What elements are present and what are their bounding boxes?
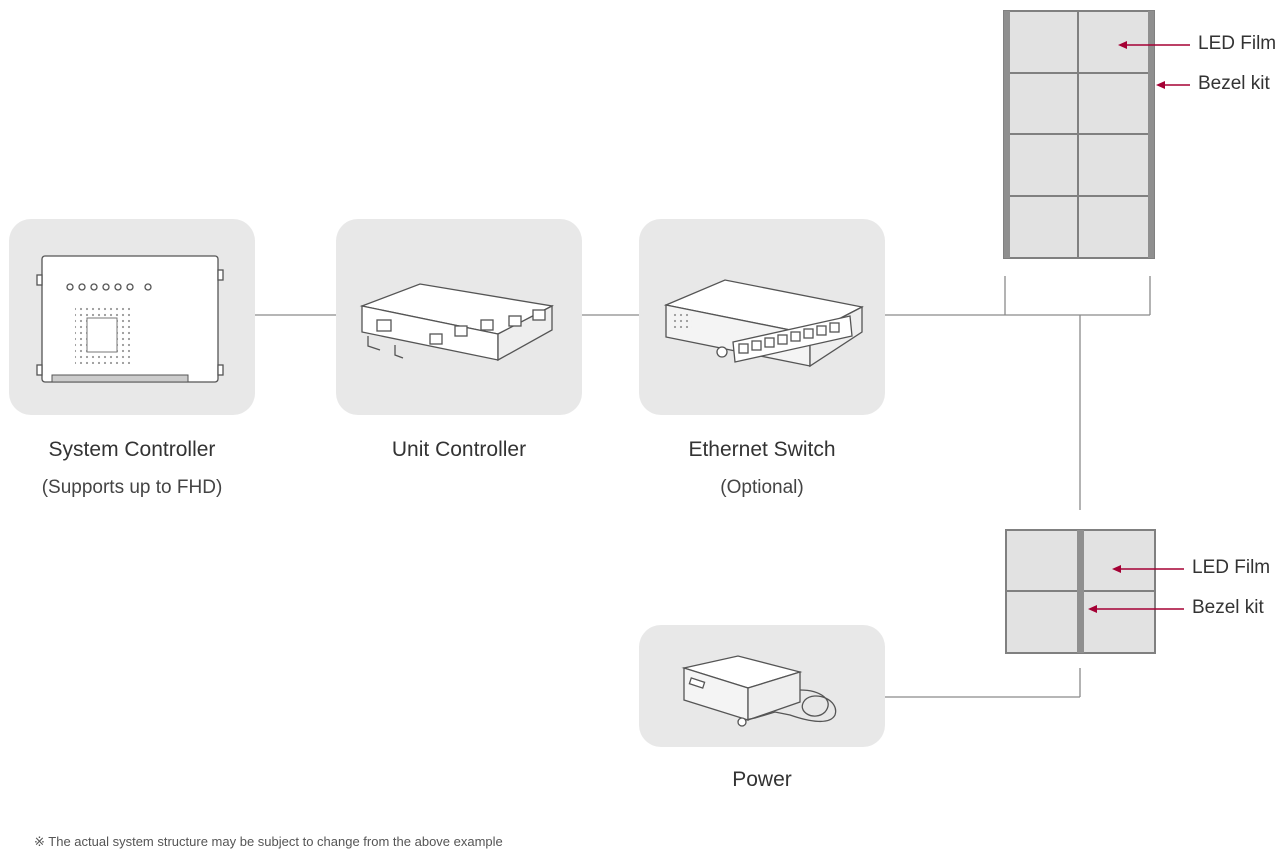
ethernet-switch-sublabel: (Optional)	[720, 477, 804, 498]
system-controller-label: System Controller	[48, 438, 216, 461]
bezel-kit-label-bottom: Bezel kit	[1192, 597, 1264, 618]
power-label: Power	[732, 768, 792, 791]
ethernet-switch-label: Ethernet Switch	[688, 438, 836, 461]
system-controller-sublabel: (Supports up to FHD)	[41, 477, 223, 498]
unit-controller-label: Unit Controller	[391, 438, 527, 461]
led-film-label-top: LED Film	[1198, 33, 1277, 54]
connector-lines	[255, 276, 1151, 698]
led-film-label-bottom: LED Film	[1192, 557, 1271, 578]
system-controller-icon	[36, 255, 224, 383]
led-panel-bottom	[1005, 529, 1156, 654]
bezel-kit-label-top: Bezel kit	[1198, 73, 1270, 94]
led-panel-top	[1003, 10, 1155, 259]
power-adapter-icon	[681, 655, 837, 727]
ethernet-switch-icon	[663, 279, 864, 368]
annotation-arrows	[1088, 41, 1190, 613]
unit-controller-icon	[359, 283, 555, 362]
disclaimer-note: ※ The actual system structure may be sub…	[34, 834, 503, 849]
